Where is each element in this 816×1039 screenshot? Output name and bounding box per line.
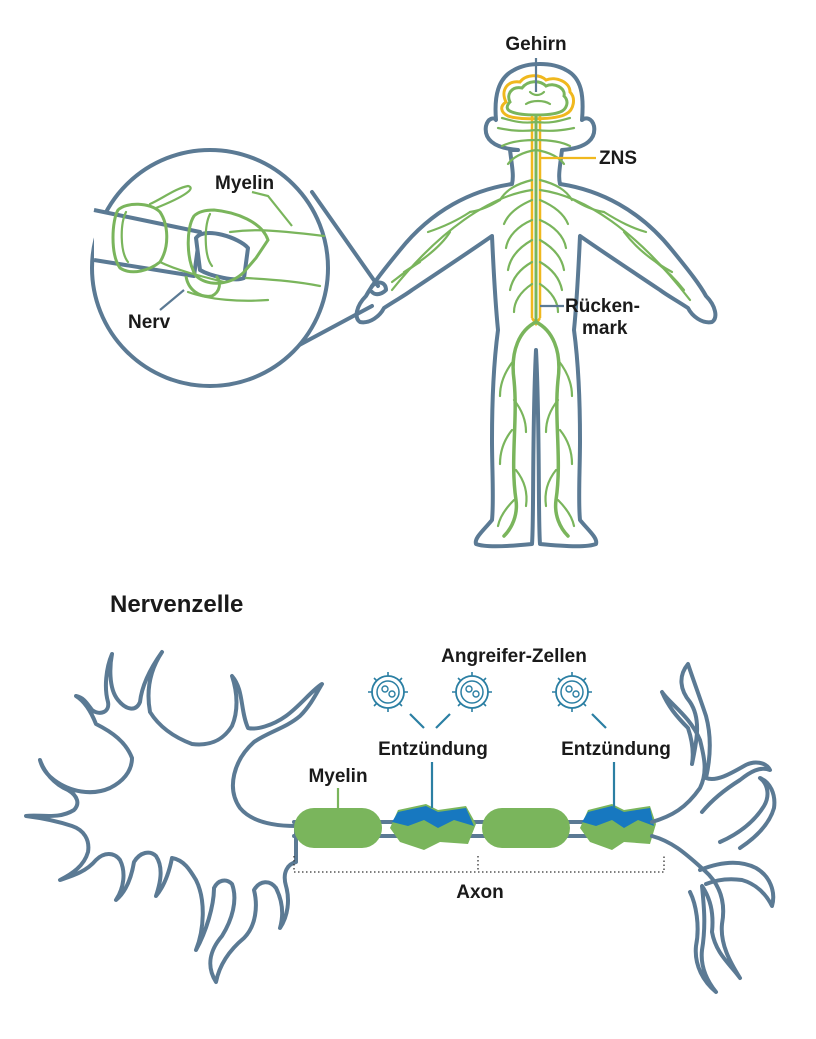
label-spinal-cord-line2: mark <box>582 318 628 339</box>
nerve-pointer <box>159 289 185 311</box>
label-inflammation-2: Entzündung <box>561 739 671 760</box>
label-myelin-neuron: Myelin <box>308 766 367 787</box>
head-nerves <box>496 116 576 166</box>
leg-nerves <box>496 320 576 538</box>
human-body-figure: Gehirn ZNS Rücken- mark Myelin Nerv <box>90 34 718 549</box>
torso-nerves <box>498 178 574 314</box>
axon-bracket <box>293 856 665 873</box>
brain-icon <box>505 80 569 117</box>
label-inflammation-1: Entzündung <box>378 739 488 760</box>
brain-outline-cns <box>500 74 575 121</box>
label-attacker-cells: Angreifer-Zellen <box>441 646 587 667</box>
attacker-cell-2 <box>452 672 492 712</box>
attacker-pointer-1 <box>409 713 425 729</box>
label-spinal-cord-line1: Rücken- <box>565 296 640 317</box>
myelin-pointer <box>251 190 293 227</box>
inflammation-area-2 <box>582 806 654 828</box>
neuron-cell-body <box>24 650 324 984</box>
label-cns: ZNS <box>599 148 637 169</box>
neuron-figure: Nervenzelle <box>24 591 777 994</box>
inflammation-segment-2 <box>580 804 656 850</box>
myelinated-nerve-fiber <box>93 184 326 302</box>
neuron-title: Nervenzelle <box>110 591 243 618</box>
brain-folds <box>524 90 552 106</box>
arm-nerves <box>390 188 692 302</box>
attacker-cell-1 <box>368 672 408 712</box>
inflammation-area-1 <box>392 806 474 828</box>
label-myelin-zoom: Myelin <box>215 173 274 194</box>
axon-terminals <box>650 662 777 994</box>
inflammation-segment-1 <box>390 804 476 850</box>
label-brain: Gehirn <box>505 34 566 55</box>
label-axon: Axon <box>456 882 504 903</box>
attacker-pointer-3 <box>591 713 607 729</box>
body-outline <box>354 62 718 549</box>
attacker-pointer-2 <box>435 713 451 729</box>
attacker-cell-3 <box>552 672 592 712</box>
myelin-segment-1 <box>294 808 382 848</box>
myelin-sheath-2 <box>186 208 270 285</box>
zoom-line-top <box>310 190 380 288</box>
zoom-circle <box>90 148 380 388</box>
label-nerve: Nerv <box>128 312 171 333</box>
myelin-segment-2 <box>482 808 570 848</box>
